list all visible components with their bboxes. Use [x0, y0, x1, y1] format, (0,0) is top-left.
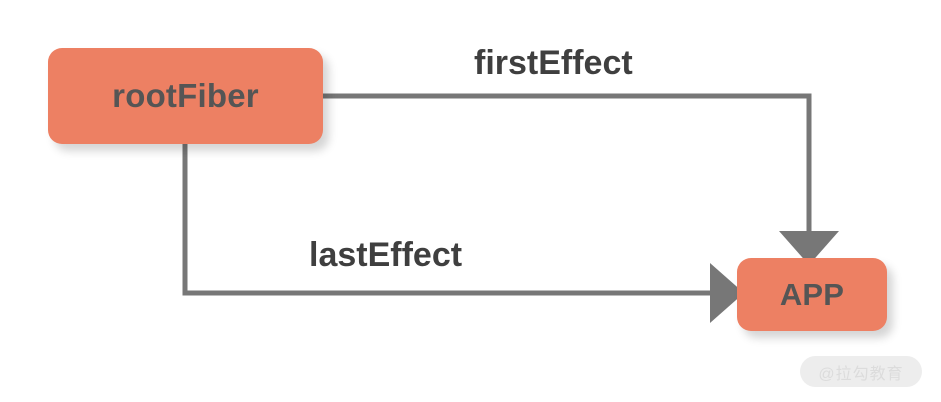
node-root-fiber[interactable]: rootFiber: [48, 48, 323, 144]
edge-label-first-effect: firstEffect: [474, 44, 633, 82]
node-root-fiber-label: rootFiber: [112, 77, 259, 114]
edge-first-effect: [323, 93, 839, 265]
watermark: @拉勾教育: [800, 356, 922, 387]
node-app-label: APP: [779, 276, 845, 312]
edge-label-last-effect: lastEffect: [309, 236, 463, 274]
node-app[interactable]: APP: [737, 258, 887, 331]
